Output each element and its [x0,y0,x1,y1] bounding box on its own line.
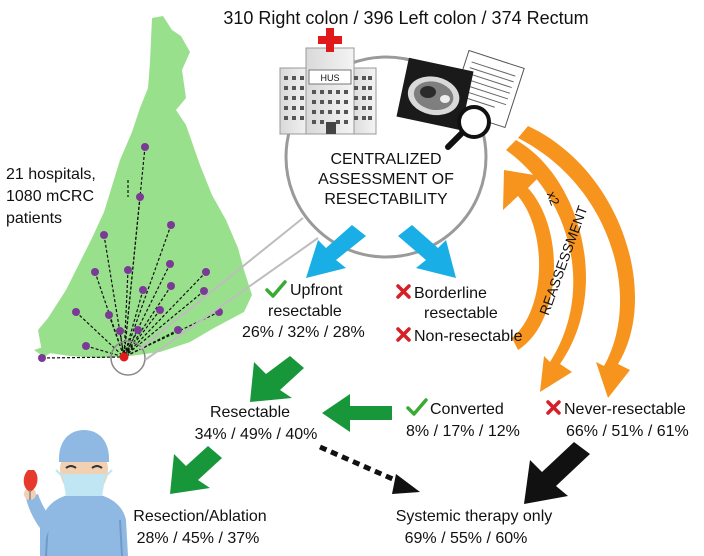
header-title: 310 Right colon / 396 Left colon / 374 R… [223,8,588,28]
map-label-line1: 21 hospitals, [6,166,96,183]
never-label: Never-resectable [564,401,686,418]
zoom-line [139,217,304,350]
upfront-line2: resectable [268,303,342,320]
resectable-label: Resectable [210,404,290,421]
upfront-pct: 26% / 32% / 28% [242,324,365,341]
converted-pct: 8% / 17% / 12% [406,423,520,440]
center-line1: CENTRALIZED [330,151,441,168]
resectable-pct: 34% / 49% / 40% [195,426,318,443]
hospital-sign: HUS [320,73,339,83]
nonresectable-label: Non-resectable [414,328,523,345]
resection-label: Resection/Ablation [133,508,266,525]
black-arrow-to-systemic [524,442,590,504]
systemic-pct: 69% / 55% / 60% [405,530,528,547]
check-icon [265,280,287,298]
resection-pct: 28% / 45% / 37% [137,530,260,547]
borderline-line2: resectable [424,305,498,322]
hub-zoom-circle [110,340,146,376]
center-line3: RESECTABILITY [324,191,448,208]
never-pct: 66% / 51% / 61% [566,423,689,440]
hub-dot [119,352,129,362]
systemic-label: Systemic therapy only [396,508,553,525]
blue-arrow-borderline [398,225,456,278]
green-arrow-from-converted [322,394,392,432]
reassessment-arrow-middle [506,140,586,392]
map-label-line2: 1080 mCRC [6,188,94,205]
surgeon-icon [23,430,128,556]
borderline-line1: Borderline [414,285,487,302]
reassessment-arrow-outer [518,126,635,398]
dashed-arrow-to-systemic [318,444,406,487]
cross-icon [396,327,411,342]
green-arrow-to-resectable [250,356,304,402]
converted-label: Converted [430,401,504,418]
green-arrow-to-resection [170,446,222,494]
reassessment-arrow-inner [503,170,554,350]
ct-scan-icon [396,49,525,150]
reassessment-times: x2 [544,189,563,207]
upfront-line1: Upfront [290,282,343,299]
blue-arrow-upfront [306,225,366,278]
check-icon [406,398,428,416]
dashed-arrowhead [392,474,420,494]
map-label-line3: patients [6,210,62,227]
hospital-building-icon: HUS [279,28,377,135]
referral-lines [41,146,220,359]
map-island [34,346,52,357]
zoom-line [144,237,319,361]
cross-icon [546,400,561,415]
center-line2: ASSESSMENT OF [318,171,454,188]
cross-icon [396,284,411,299]
